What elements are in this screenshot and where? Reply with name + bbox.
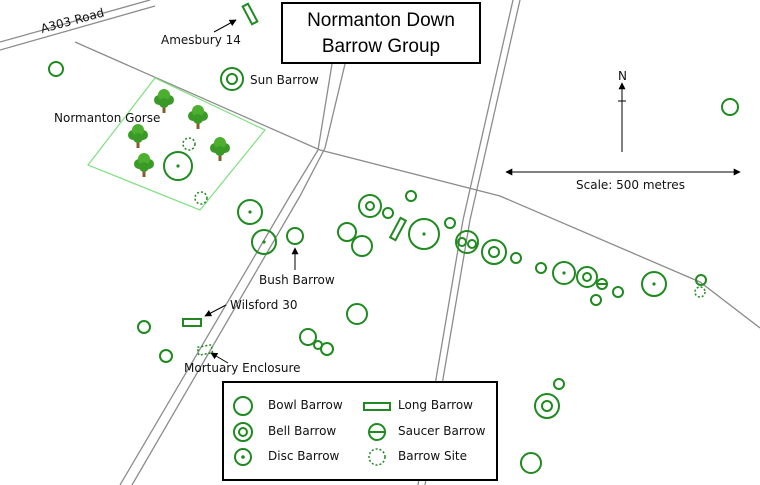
title-line-1: Normanton Down [307, 10, 455, 31]
legend-long-label: Long Barrow [398, 398, 473, 412]
bell-barrow [358, 194, 382, 218]
barrows [48, 2, 739, 474]
long-barrow-icon [363, 402, 391, 411]
bowl-barrow [159, 349, 173, 363]
bowl-barrow [320, 342, 334, 356]
bell-barrow-mound [467, 239, 477, 249]
bowl-barrow [299, 328, 317, 346]
gorse-trees [128, 89, 230, 177]
bowl-barrow [553, 378, 565, 390]
bell-barrow-mound [541, 400, 553, 412]
bowl-barrow [137, 320, 151, 334]
tree-icon [128, 124, 148, 148]
bowl-barrow [721, 98, 739, 116]
bush-barrow-label: Bush Barrow [259, 273, 335, 287]
barrow-site-icon [368, 448, 386, 466]
legend-disc-label: Disc Barrow [268, 449, 340, 463]
legend-bowl: Bowl Barrow [232, 395, 362, 416]
barrow-site [182, 137, 196, 151]
bowl-barrow [346, 303, 368, 325]
sun-barrow-label: Sun Barrow [250, 73, 319, 87]
disc-barrow [408, 218, 440, 250]
disc-barrow [641, 271, 667, 297]
legend-site: Barrow Site [362, 446, 492, 466]
long-barrow [388, 216, 408, 242]
bowl-barrow [382, 207, 394, 219]
bowl-barrow [510, 252, 522, 264]
disc-barrow [552, 261, 576, 285]
normanton-gorse-outline [87, 77, 266, 211]
legend-saucer-label: Saucer Barrow [398, 424, 486, 438]
bell-barrow-mound [488, 246, 500, 258]
bowl-barrow [535, 262, 547, 274]
bowl-barrow [612, 286, 624, 298]
bowl-barrow [337, 222, 357, 242]
tree-icon [154, 89, 174, 113]
legend-long: Long Barrow [362, 395, 492, 415]
legend-site-label: Barrow Site [398, 449, 467, 463]
amesbury-label: Amesbury 14 [161, 33, 241, 47]
legend-bell-label: Bell Barrow [268, 424, 337, 438]
legend-bell: Bell Barrow [232, 421, 362, 442]
disc-centres [176, 164, 656, 286]
arrow-mortuary [210, 352, 229, 364]
bell-barrow [455, 230, 479, 254]
road-label: A303 Road [39, 6, 105, 36]
bell-barrow-mound [582, 272, 592, 282]
title-line-2: Barrow Group [321, 36, 441, 57]
disc-barrow [251, 229, 277, 255]
bowl-barrow [351, 235, 373, 257]
bell-barrow [534, 393, 560, 419]
bowl-barrow [405, 190, 417, 202]
legend-disc: Disc Barrow [232, 446, 362, 466]
bell-barrow-mound [365, 201, 375, 211]
long-barrow [241, 2, 259, 26]
arrow-amesbury [213, 19, 237, 33]
bowl-barrow [695, 274, 707, 286]
bowl-barrow-icon [233, 396, 253, 416]
north-label: N [618, 69, 627, 83]
mortuary-label: Mortuary Enclosure [184, 361, 301, 375]
scale-label: Scale: 500 metres [576, 178, 685, 192]
saucer-barrow-icon [368, 423, 386, 441]
tree-icon [210, 137, 230, 161]
bell-barrow-mound [457, 237, 467, 247]
pointer-arrows [204, 19, 741, 364]
bell-barrow-icon [233, 422, 253, 442]
arrow-wilsford [204, 304, 227, 317]
bowl-barrow [590, 294, 602, 306]
bowl-barrow [286, 227, 304, 245]
legend-bowl-label: Bowl Barrow [268, 398, 343, 412]
normanton-gorse-label: Normanton Gorse [54, 111, 160, 125]
barrow-site [694, 286, 706, 298]
bell-barrow [576, 266, 598, 288]
bell-barrow [220, 67, 244, 91]
disc-barrow [163, 151, 193, 181]
tree-icon [134, 153, 154, 177]
bowl-barrow [444, 217, 456, 229]
bell-barrow [481, 239, 507, 265]
tree-icon [188, 105, 208, 129]
map-title: Normanton Down Barrow Group [281, 2, 481, 64]
disc-barrow-icon [234, 448, 252, 466]
legend: Bowl Barrow Bell Barrow Disc Barrow Long… [222, 381, 498, 481]
legend-saucer: Saucer Barrow [362, 421, 492, 441]
bowl-barrow [520, 452, 542, 474]
wilsford-label: Wilsford 30 [230, 298, 298, 312]
bowl-barrow [48, 61, 64, 77]
disc-barrow [237, 199, 263, 225]
long-barrow [182, 318, 202, 327]
bell-barrow-mound [226, 73, 238, 85]
barrow-site [194, 191, 208, 205]
